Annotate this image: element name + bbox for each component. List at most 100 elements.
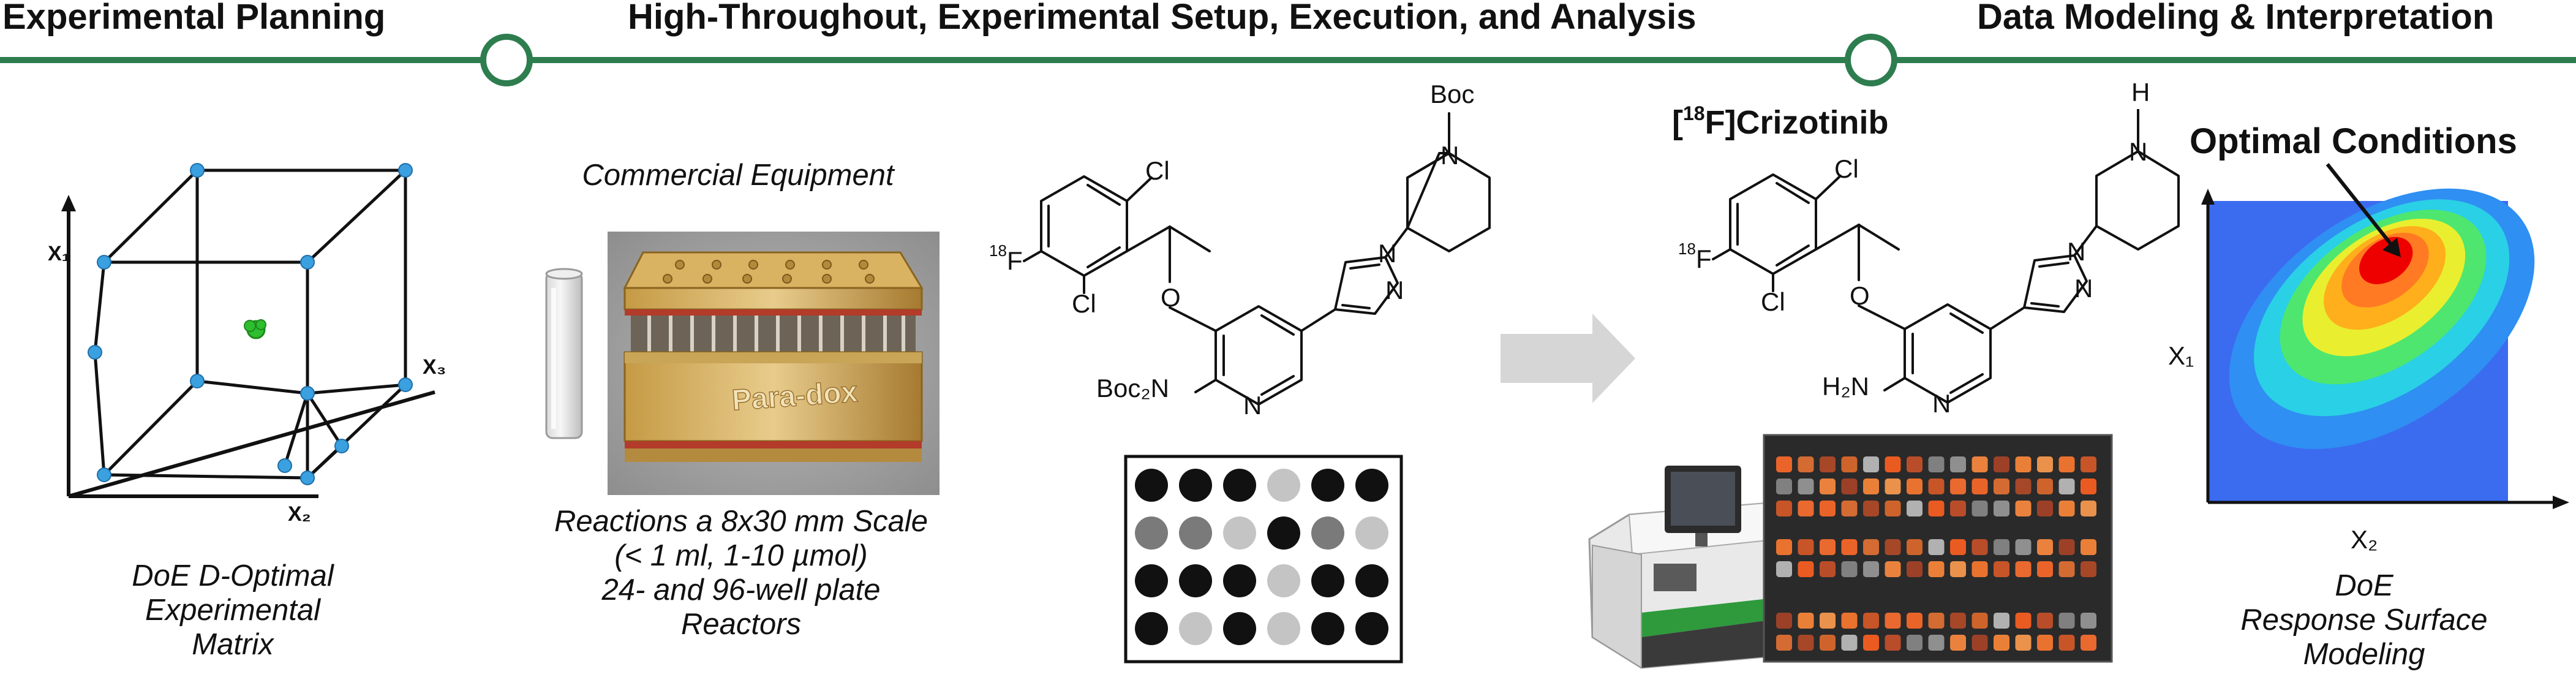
radio-tlc-spot bbox=[1798, 501, 1814, 516]
radio-tlc-spot bbox=[1885, 613, 1901, 629]
equipment-title: Commercial Equipment bbox=[582, 159, 894, 192]
radio-tlc-spot bbox=[1863, 456, 1879, 472]
radio-tlc-spot bbox=[1928, 501, 1945, 516]
precursor-f-mass: 18 bbox=[989, 241, 1007, 260]
surface-contours bbox=[2229, 188, 2535, 449]
design-points bbox=[88, 163, 413, 485]
timeline bbox=[0, 34, 2576, 86]
radio-tlc-spot bbox=[1950, 478, 1966, 494]
radio-tlc-spot bbox=[1863, 613, 1879, 629]
radio-tlc-spot bbox=[1972, 561, 1988, 577]
radio-tlc-spot bbox=[2015, 539, 2032, 555]
surface-caption: DoE Response Surface Modeling bbox=[2193, 569, 2536, 671]
plate-well bbox=[1267, 612, 1300, 645]
radio-tlc-spot bbox=[1798, 478, 1814, 494]
center-point bbox=[244, 319, 266, 339]
surface-axis-x1-label: X₁ bbox=[2168, 341, 2194, 370]
radio-tlc-spot bbox=[1994, 539, 2009, 555]
radio-tlc-spot bbox=[1798, 613, 1814, 629]
product-f: F bbox=[1696, 244, 1712, 273]
response-surface: X₁ X₂ Optimal Conditions bbox=[2168, 121, 2569, 554]
product-nh-h: H bbox=[2131, 78, 2150, 107]
radio-tlc-spot bbox=[1776, 501, 1792, 516]
product-n-pyrazole1: N bbox=[2067, 237, 2085, 266]
radio-tlc-spot bbox=[1907, 456, 1923, 472]
radio-tlc-spot bbox=[2037, 478, 2053, 494]
product-cl-bottom: Cl bbox=[1761, 287, 1785, 316]
equipment-caption-line3: 24- and 96-well plate bbox=[601, 573, 881, 607]
plate-well bbox=[1223, 469, 1256, 502]
radio-tlc-spot bbox=[1776, 613, 1792, 629]
product-name: [18F]Crizotinib bbox=[1672, 102, 1889, 141]
precursor-boc-label: Boc bbox=[1430, 80, 1474, 108]
radio-tlc-spot bbox=[1776, 539, 1792, 555]
axis-x2-label: X₂ bbox=[288, 502, 311, 526]
radio-tlc-spot bbox=[1972, 613, 1988, 629]
precursor-cl-top: Cl bbox=[1145, 156, 1170, 185]
radio-tlc-spot bbox=[1907, 478, 1923, 494]
radio-tlc-spot bbox=[1907, 501, 1923, 516]
radio-tlc-spot bbox=[1841, 635, 1858, 651]
radio-tlc-spot bbox=[1950, 635, 1966, 651]
radio-tlc-spot bbox=[1841, 613, 1858, 629]
plate-well bbox=[1267, 516, 1300, 550]
radio-tlc-spot bbox=[2058, 501, 2075, 516]
radio-tlc-spot bbox=[2015, 561, 2032, 577]
radio-tlc-spot bbox=[2058, 561, 2075, 577]
axis-x3-line bbox=[68, 390, 435, 498]
axis-x1-label: X₁ bbox=[48, 242, 70, 265]
radio-tlc-spot bbox=[1885, 635, 1901, 651]
radio-tlc-spot bbox=[2037, 456, 2053, 472]
plate-well bbox=[1267, 564, 1300, 597]
surface-caption-line1: DoE bbox=[2335, 569, 2393, 602]
radio-tlc-spot bbox=[1798, 456, 1814, 472]
radio-tlc-spot bbox=[1950, 561, 1966, 577]
radio-tlc-spot bbox=[1885, 501, 1901, 516]
radio-tlc-spot bbox=[1928, 539, 1945, 555]
doe-caption-line1: DoE D-Optimal bbox=[132, 559, 334, 592]
radio-tlc-spot bbox=[1863, 635, 1879, 651]
radio-tlc-spot bbox=[2081, 539, 2096, 555]
product-bonds bbox=[1712, 150, 2180, 404]
radio-tlc-spot bbox=[1907, 539, 1923, 555]
radio-tlc-spot bbox=[2058, 456, 2075, 472]
timeline-node-2 bbox=[1845, 34, 1897, 86]
radio-tlc-spot bbox=[1907, 613, 1923, 629]
precursor-cl-bottom: Cl bbox=[1072, 289, 1096, 318]
surface-caption-line2: Response Surface bbox=[2240, 603, 2488, 637]
axis-x3-label: X₃ bbox=[423, 355, 446, 379]
product-structure: [18F]Crizotinib H N bbox=[1672, 78, 2180, 418]
glass-vial bbox=[545, 268, 583, 439]
radio-tlc-spot bbox=[1972, 456, 1988, 472]
surface-title: Optimal Conditions bbox=[2190, 121, 2517, 161]
radio-tlc-wells bbox=[1776, 456, 2096, 651]
doe-cube: X₁ X₂ X₃ bbox=[48, 163, 446, 526]
radio-tlc-spot bbox=[1820, 561, 1836, 577]
timeline-node-1 bbox=[480, 34, 533, 86]
axis-x1-arrowhead bbox=[61, 195, 76, 211]
radio-tlc-spot bbox=[1798, 561, 1814, 577]
radio-tlc-spot bbox=[1841, 501, 1858, 516]
radio-tlc-spot bbox=[1928, 456, 1945, 472]
radio-tlc-spot bbox=[1776, 456, 1792, 472]
precursor-n-piperidine: N bbox=[1441, 141, 1459, 170]
surface-caption-line3: Modeling bbox=[2303, 638, 2425, 671]
radio-tlc-spot bbox=[1863, 561, 1879, 577]
equipment-caption: Reactions a 8x30 mm Scale (< 1 ml, 1-10 … bbox=[508, 504, 974, 641]
radio-tlc-spot bbox=[1841, 561, 1858, 577]
plate-well bbox=[1223, 612, 1256, 645]
radio-tlc-spot bbox=[1950, 456, 1966, 472]
precursor-n-pyridine: N bbox=[1243, 391, 1262, 420]
radio-tlc-spot bbox=[2081, 561, 2096, 577]
radio-tlc-spot bbox=[2037, 501, 2053, 516]
precursor-bonds bbox=[1023, 112, 1491, 406]
doe-caption: DoE D-Optimal Experimental Matrix bbox=[73, 559, 392, 662]
radio-tlc-spot bbox=[1776, 561, 1792, 577]
radio-tlc-spot bbox=[1972, 478, 1988, 494]
product-oxygen: O bbox=[1850, 281, 1870, 310]
doe-caption-line2: Experimental bbox=[145, 594, 320, 627]
surface-axis-x2-label: X₂ bbox=[2351, 525, 2378, 554]
radio-tlc-spot bbox=[1972, 539, 1988, 555]
radio-tlc-spot bbox=[1798, 635, 1814, 651]
